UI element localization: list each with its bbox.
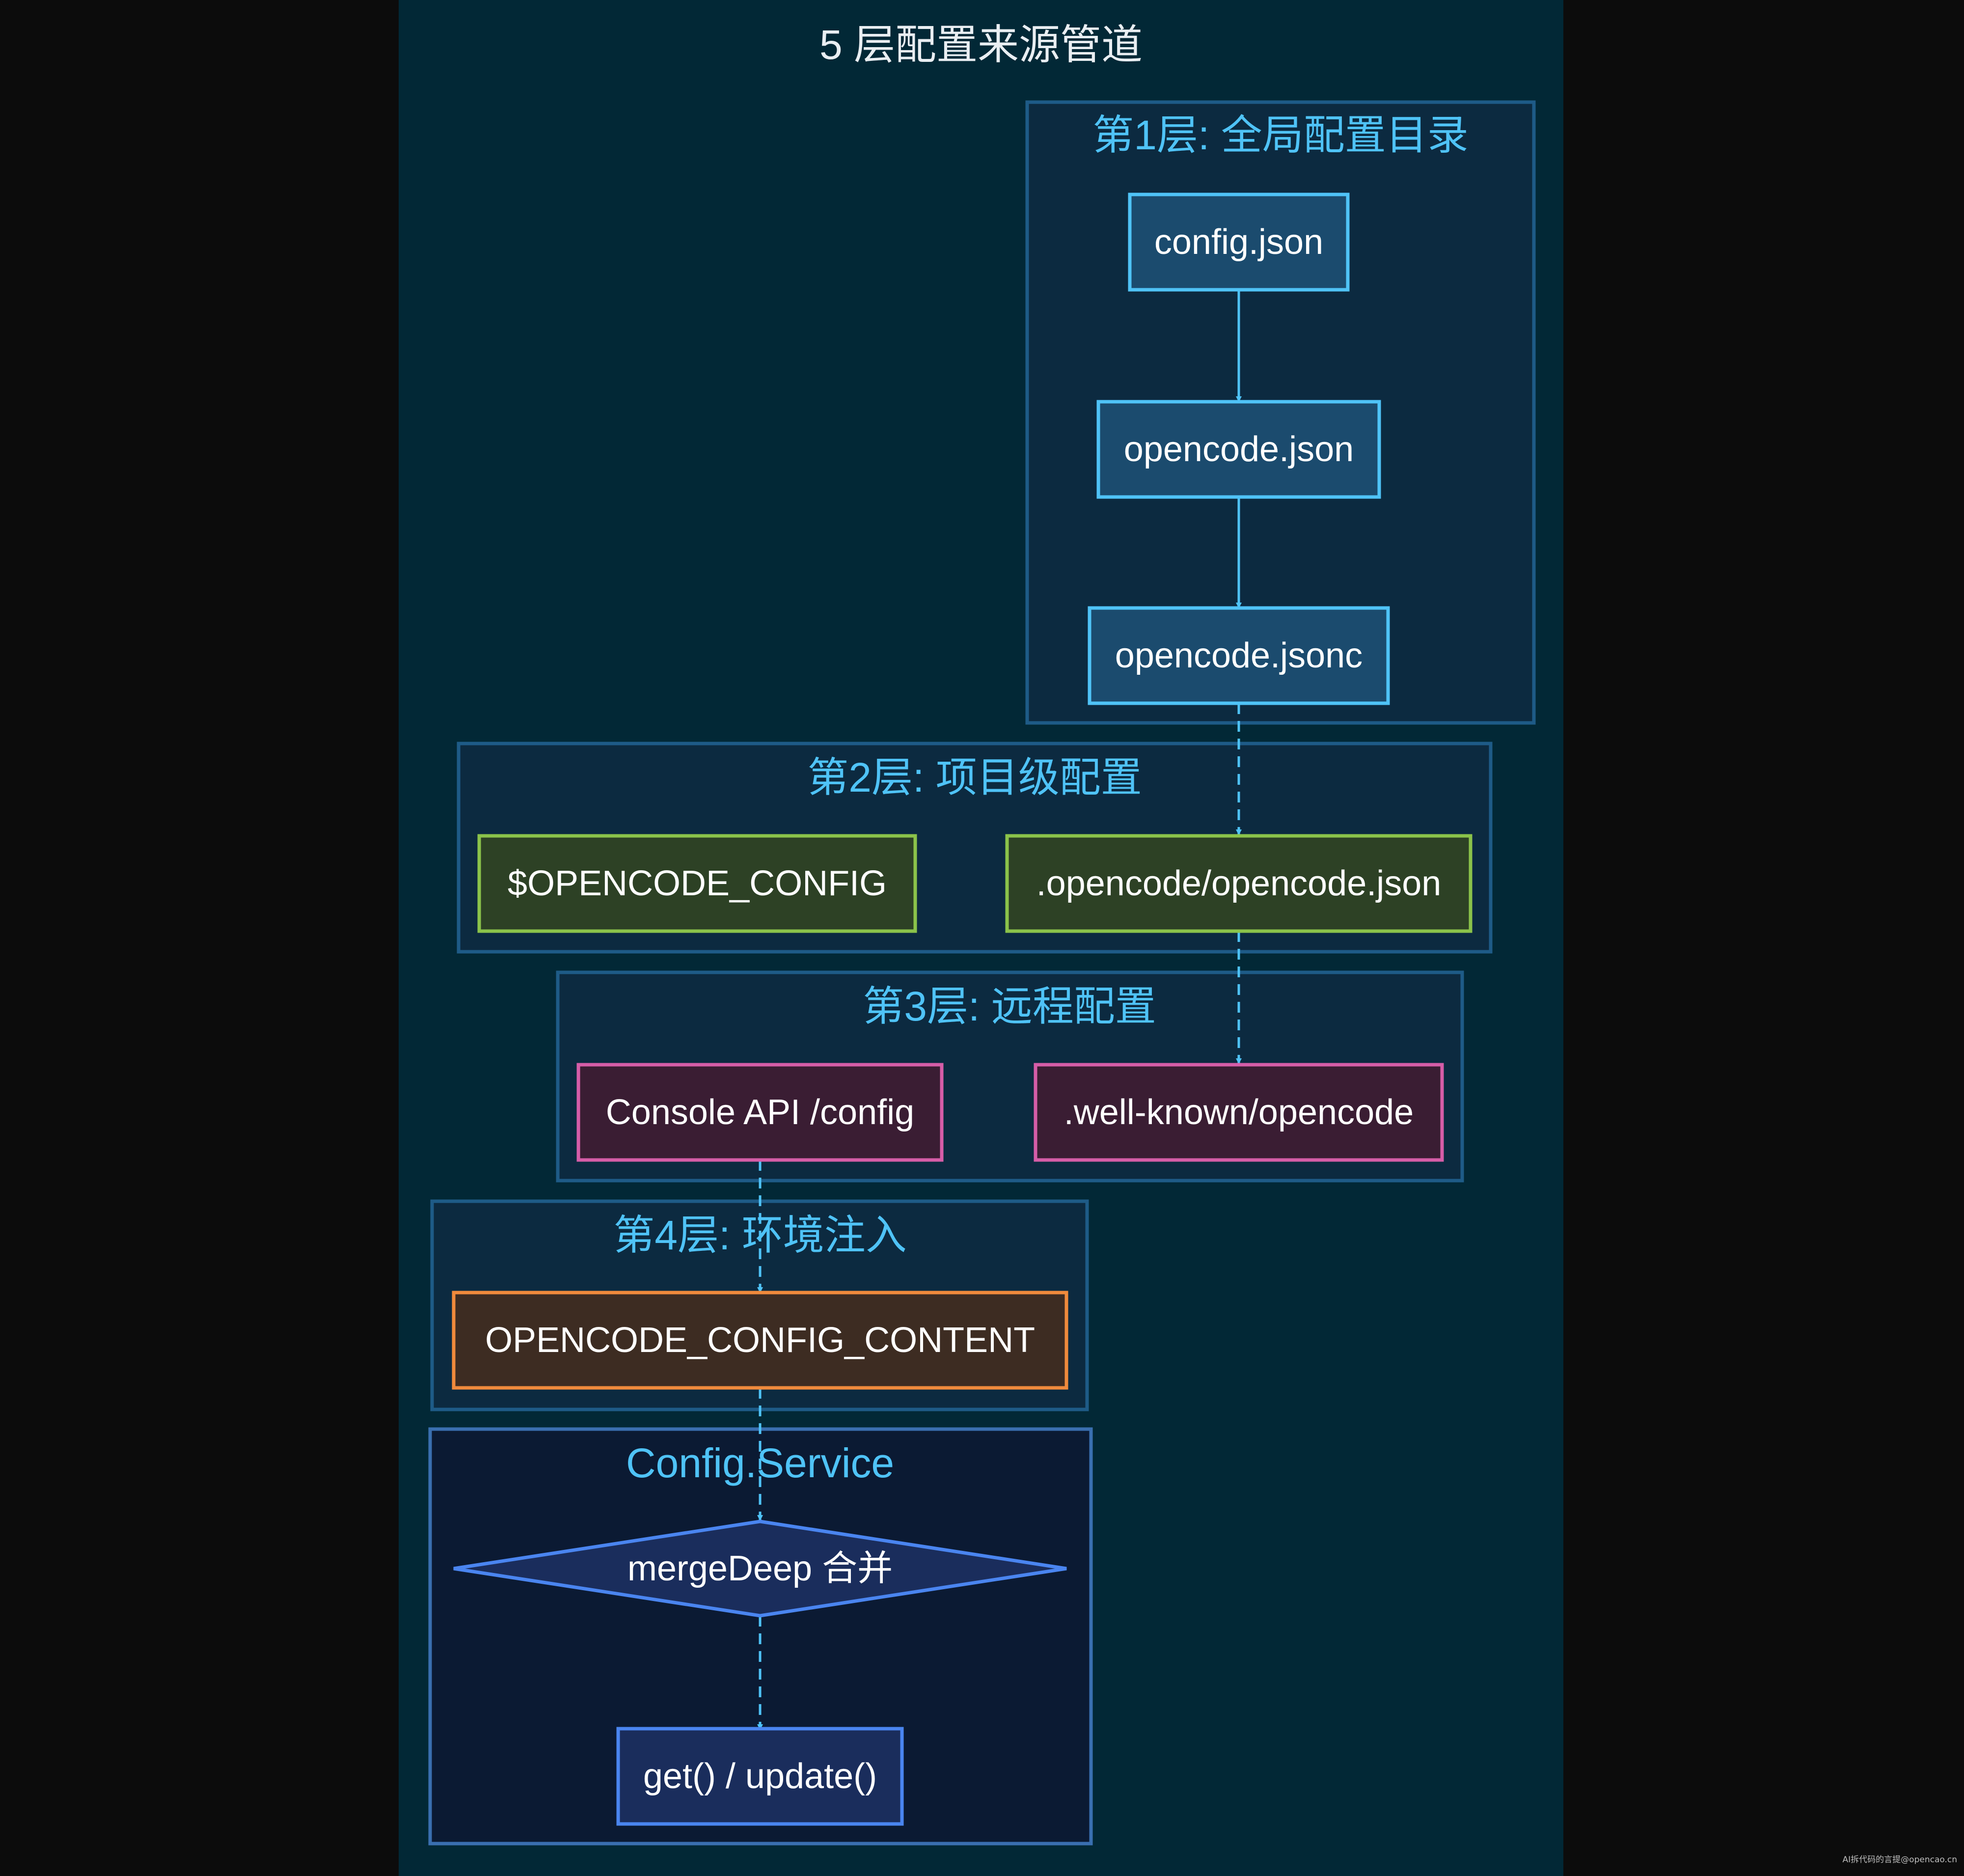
node-well-known[interactable]: .well-known/opencode xyxy=(1034,1063,1444,1162)
layer2-title: 第2层: 项目级配置 xyxy=(807,754,1142,800)
diagram-canvas: 5 层配置来源管道 第1层: 全局配置目录 第2层: 项目级配置 第3层: 远程… xyxy=(399,0,1563,1876)
edges xyxy=(757,291,1242,1730)
node-opencode-json[interactable]: opencode.json xyxy=(1096,400,1381,499)
layer1-title: 第1层: 全局配置目录 xyxy=(1092,112,1468,158)
node-console-api[interactable]: Console API /config xyxy=(576,1063,944,1162)
diagram-title: 5 层配置来源管道 xyxy=(819,22,1143,68)
node-opencode-jsonc-label: opencode.jsonc xyxy=(1115,636,1363,675)
node-config-content-label: OPENCODE_CONFIG_CONTENT xyxy=(485,1321,1035,1360)
watermark: AI拆代码的言提@opencao.cn xyxy=(1842,1855,1957,1865)
node-well-known-label: .well-known/opencode xyxy=(1064,1093,1414,1132)
layer3-title: 第3层: 远程配置 xyxy=(863,983,1156,1029)
node-merge-deep-label: mergeDeep 合并 xyxy=(627,1549,893,1588)
node-project-opencode-json[interactable]: .opencode/opencode.json xyxy=(1005,834,1473,933)
node-config-content[interactable]: OPENCODE_CONFIG_CONTENT xyxy=(452,1291,1068,1390)
node-opencode-json-label: opencode.json xyxy=(1124,430,1354,469)
node-get-update[interactable]: get() / update() xyxy=(616,1727,904,1826)
node-config-json[interactable]: config.json xyxy=(1128,193,1350,292)
node-project-opencode-json-label: .opencode/opencode.json xyxy=(1037,864,1442,903)
node-console-api-label: Console API /config xyxy=(606,1093,914,1132)
node-merge-deep[interactable]: mergeDeep 合并 xyxy=(453,1519,1067,1618)
node-opencode-jsonc[interactable]: opencode.jsonc xyxy=(1088,606,1390,705)
node-opencode-config-env[interactable]: $OPENCODE_CONFIG xyxy=(477,834,917,933)
node-get-update-label: get() / update() xyxy=(643,1757,877,1796)
node-config-json-label: config.json xyxy=(1154,222,1323,262)
node-opencode-config-env-label: $OPENCODE_CONFIG xyxy=(508,864,887,903)
pipeline-diagram: 5 层配置来源管道 第1层: 全局配置目录 第2层: 项目级配置 第3层: 远程… xyxy=(428,22,1536,1846)
